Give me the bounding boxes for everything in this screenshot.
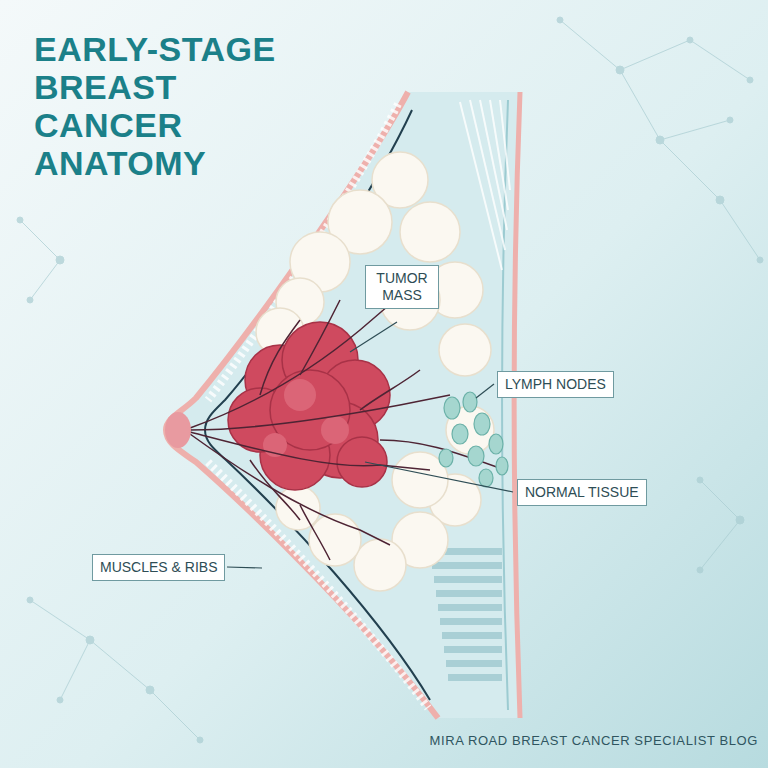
network-decoration-part [687, 37, 693, 43]
label-box: NORMAL TISSUE [517, 479, 647, 506]
network-decoration-part [86, 636, 94, 644]
network-decoration-part [557, 17, 563, 23]
network-decoration-part [747, 77, 753, 83]
fat-tissue-part [354, 539, 406, 591]
network-decoration-part [90, 640, 150, 690]
network-decoration-part [660, 120, 730, 140]
lymph-nodes-part [444, 397, 460, 419]
leader-lines [227, 322, 513, 568]
network-decoration-part [30, 260, 60, 300]
tumor-part [321, 416, 349, 444]
lymph-nodes [439, 392, 508, 487]
tumor-part [337, 437, 387, 487]
label-box: TUMOR MASS [365, 265, 439, 309]
network-decoration-part [146, 686, 154, 694]
network-decoration-part [56, 256, 64, 264]
blood-vessels-part [380, 440, 505, 470]
network-decoration-part [757, 257, 763, 263]
lymph-nodes-part [468, 446, 484, 466]
blood-vessels-part [190, 432, 430, 470]
network-decoration-part [60, 640, 90, 700]
breast-outline-part [514, 92, 520, 718]
network-decoration-part [560, 20, 620, 70]
blood-vessels-part [190, 395, 450, 430]
network-decoration-part [17, 217, 23, 223]
network-decoration-part [720, 200, 760, 260]
ribs-part [448, 674, 502, 681]
blood-vessels-part [300, 505, 330, 560]
ribs-part [438, 604, 502, 611]
ribs [432, 548, 502, 681]
network-decoration-part [150, 690, 200, 740]
label-text: MUSCLES & RIBS [100, 559, 217, 576]
chest-muscle [460, 100, 510, 270]
fat-tissue-part [400, 202, 460, 262]
ribs-part [434, 576, 502, 583]
watermark: MIRA ROAD BREAST CANCER SPECIALIST BLOG [430, 733, 759, 748]
fat-tissue-part [276, 486, 320, 530]
network-decoration-part [690, 40, 750, 80]
ribs-part [442, 632, 502, 639]
network-decoration-part [697, 567, 703, 573]
network-decoration-part [700, 480, 740, 520]
label-box: LYMPH NODES [497, 371, 614, 398]
blood-vessels-part [360, 370, 420, 410]
blood-vessels-part [300, 300, 340, 375]
ribs-part [440, 618, 502, 625]
label-text: LYMPH NODES [505, 376, 606, 393]
label-box: MUSCLES & RIBS [92, 554, 225, 581]
network-decoration-part [736, 516, 744, 524]
label-text: NORMAL TISSUE [525, 484, 639, 501]
lymph-nodes-part [439, 449, 453, 467]
network-decoration-part [697, 477, 703, 483]
diagram-title: EARLY-STAGE BREAST CANCER ANATOMY [34, 30, 324, 182]
network-decoration-part [727, 117, 733, 123]
network-decoration-part [716, 196, 724, 204]
network-decoration-part [57, 697, 63, 703]
leader-lines-part [227, 567, 262, 568]
breast-outline-part [166, 92, 520, 718]
leader-lines-part [365, 462, 513, 492]
ribs-part [446, 660, 502, 667]
blood-vessels-part [190, 434, 390, 545]
nipple [165, 412, 191, 448]
lymph-nodes-part [479, 469, 493, 487]
breast-outline [166, 92, 520, 718]
lymph-nodes-part [452, 424, 468, 444]
network-decoration-part [700, 520, 740, 570]
network-decoration-part [27, 597, 33, 603]
fat-tissue-part [309, 514, 361, 566]
blood-vessels-part [190, 300, 395, 428]
network-decoration-part [27, 297, 33, 303]
network-decoration-part [30, 600, 90, 640]
network-decoration-part [620, 70, 660, 140]
blood-vessels [190, 300, 505, 560]
ribs-part [444, 646, 502, 653]
lymph-nodes-part [463, 392, 477, 412]
network-decoration-part [620, 40, 690, 70]
ribs-part [432, 562, 502, 569]
label-text: TUMOR MASS [373, 270, 431, 304]
fat-tissue-part [439, 324, 491, 376]
blood-vessels-part [260, 320, 300, 395]
leader-lines-part [350, 322, 397, 352]
network-decoration-part [20, 220, 60, 260]
tumor-part [284, 379, 316, 411]
network-decoration-part [616, 66, 624, 74]
network-decoration-part [197, 737, 203, 743]
network-decoration-part [656, 136, 664, 144]
network-decoration-part [660, 140, 720, 200]
blood-vessels-part [250, 460, 300, 520]
lymph-nodes-part [489, 434, 503, 454]
chest-muscle-part [460, 102, 502, 270]
network-decoration [17, 17, 763, 743]
chest-muscle-part [470, 100, 505, 250]
chest-muscle-part [500, 100, 510, 190]
lymph-nodes-part [474, 413, 490, 435]
leader-lines-part [476, 384, 494, 398]
lymph-nodes-part [496, 457, 508, 475]
ribs-part [436, 590, 502, 597]
fat-tissue [256, 152, 494, 591]
